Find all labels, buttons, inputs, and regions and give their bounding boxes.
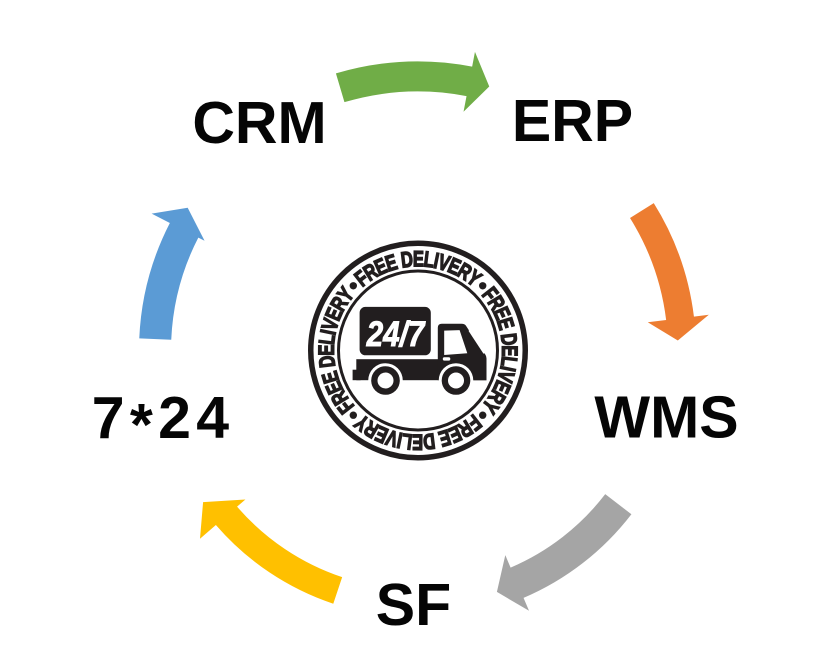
svg-text:L: L xyxy=(400,428,413,454)
svg-text:D: D xyxy=(400,247,415,273)
svg-text:D: D xyxy=(495,332,521,347)
svg-text:CRM: CRM xyxy=(192,90,326,156)
svg-text:L: L xyxy=(422,247,435,273)
svg-text:WMS: WMS xyxy=(594,385,738,451)
svg-text:I: I xyxy=(431,249,440,274)
svg-text:E: E xyxy=(315,344,340,355)
svg-text:E: E xyxy=(497,345,522,356)
svg-text:E: E xyxy=(412,429,423,454)
svg-text:ERP: ERP xyxy=(512,88,633,154)
svg-text:I: I xyxy=(494,364,519,373)
svg-text:24/7: 24/7 xyxy=(366,315,427,354)
svg-text:I: I xyxy=(316,328,341,337)
svg-text:D: D xyxy=(422,428,437,454)
svg-text:I: I xyxy=(395,427,404,452)
svg-text:L: L xyxy=(315,333,341,346)
svg-text:E: E xyxy=(413,247,424,272)
svg-text:D: D xyxy=(315,354,341,369)
svg-text:L: L xyxy=(495,355,521,368)
svg-text:SF: SF xyxy=(376,572,451,638)
svg-text:7*24: 7*24 xyxy=(92,385,235,458)
